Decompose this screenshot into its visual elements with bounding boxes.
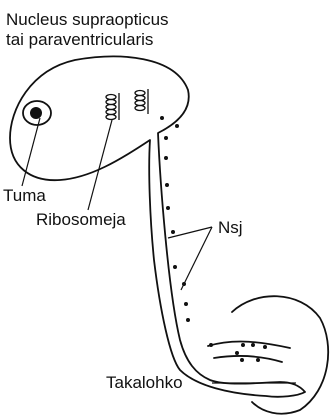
label-ribosomes: Ribosomeja <box>36 210 126 229</box>
terminal-branch-middle <box>214 356 282 362</box>
label-nucleus: Tuma <box>3 186 46 205</box>
label-terminal: Takalohko <box>106 373 183 392</box>
granule-leader-line-2 <box>181 227 212 290</box>
label-granules: Nsj <box>218 218 243 237</box>
ribosome-stack <box>106 89 148 120</box>
nucleus <box>23 101 51 125</box>
terminal-branch-upper <box>208 342 290 348</box>
